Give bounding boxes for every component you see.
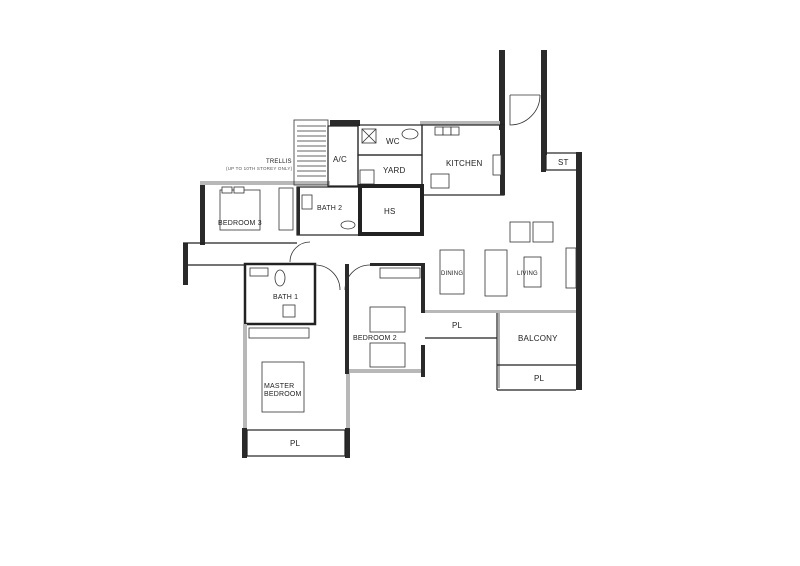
store-room: ST [541,152,579,172]
bath-1: BATH 1 [243,262,341,326]
living-dining: DINING LIVING [439,221,577,297]
room-label-yard: YARD [383,166,405,175]
room-label-bath2: BATH 2 [317,205,342,212]
tv-console-icon [565,247,577,289]
room-label-balcony: BALCONY [518,334,558,343]
room-label-living: LIVING [517,271,538,277]
room-label-master-line2: BEDROOM [264,391,302,398]
planter-living: PL [425,310,576,339]
household-shelter: HS [358,184,424,236]
wc: WC [357,124,423,156]
trellis-note: (UP TO 10TH STOREY ONLY) [226,166,293,171]
bath-2: BATH 2 [296,186,360,236]
planter-master: PL [242,428,350,458]
dining-table-icon [439,249,465,295]
entry-corridor [499,50,547,155]
room-label-bedroom3: BEDROOM 3 [218,220,262,227]
bedroom-2: BEDROOM 2 [344,263,425,377]
room-label-pl-master: PL [290,439,301,448]
room-label-pl-mid: PL [452,321,463,330]
room-label-bath1: BATH 1 [273,294,298,301]
entry-door [509,94,541,126]
sofa-icon [484,249,508,297]
master-bedroom: MASTER BEDROOM [243,264,350,430]
balcony: BALCONY PL [496,313,576,391]
trellis: TRELLIS (UP TO 10TH STOREY ONLY) [226,119,329,186]
yard: YARD [357,154,423,186]
ac-ledge: A/C [327,125,359,187]
bedroom-3: BEDROOM 3 [183,185,311,285]
room-label-dining: DINING [441,271,463,277]
room-label-wc: WC [386,137,400,146]
room-label-hs: HS [384,207,396,216]
room-label-master-line1: MASTER [264,383,294,390]
kitchen: KITCHEN [421,124,505,196]
room-label-st: ST [558,158,569,167]
stove-icon [492,154,502,176]
room-label-kitchen: KITCHEN [446,159,483,168]
room-label-bedroom2: BEDROOM 2 [353,335,397,342]
room-label-ac: A/C [333,155,347,164]
room-label-trellis: TRELLIS [266,159,292,165]
room-label-pl-balcony: PL [534,374,545,383]
